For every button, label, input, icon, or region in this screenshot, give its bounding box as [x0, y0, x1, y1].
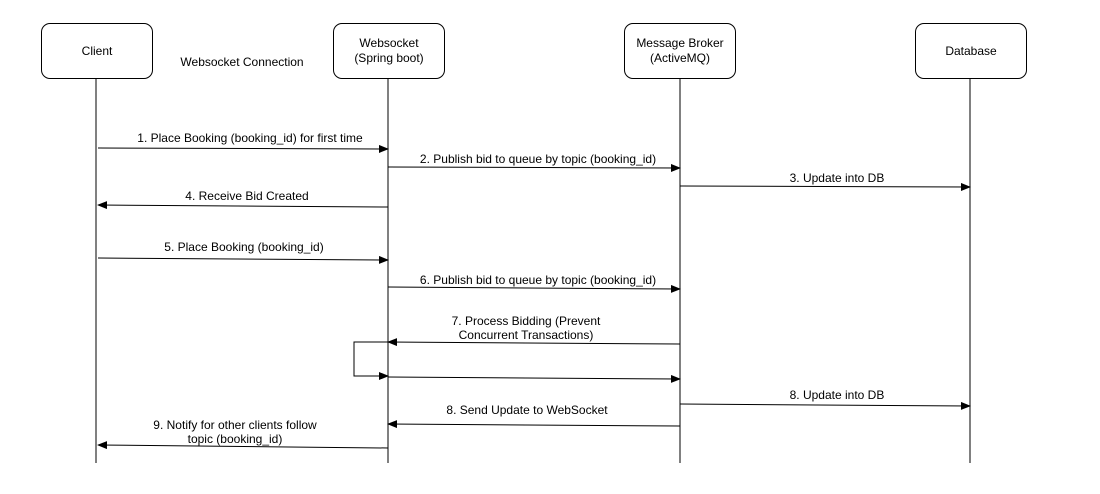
message-label-9: 8. Send Update to WebSocket [446, 403, 608, 417]
actor-websocket: Websocket (Spring boot) [333, 23, 445, 79]
message-label-10: 9. Notify for other clients follow topic… [153, 418, 317, 446]
message-label-4: 4. Receive Bid Created [185, 189, 309, 203]
actor-database: Database [915, 23, 1027, 79]
message-label-8: 8. Update into DB [789, 388, 885, 402]
message-label-6: 6. Publish bid to queue by topic (bookin… [419, 273, 657, 287]
arrow-msg-4 [97, 201, 389, 210]
actor-database-label: Database [945, 43, 997, 58]
message-label-3: 3. Update into DB [789, 171, 885, 185]
actor-client: Client [41, 23, 153, 79]
arrow-msg-2 [387, 163, 681, 172]
arrow-msg-10 [97, 441, 389, 450]
arrow-msg-3 [679, 182, 971, 191]
self-loop-arrow [353, 341, 389, 380]
arrow-msg-9 [387, 420, 681, 429]
actor-message-broker: Message Broker (ActiveMQ) [624, 23, 736, 79]
arrow-msg-5 [97, 255, 389, 264]
actor-websocket-label-line1: Websocket [359, 36, 419, 50]
arrow-msg-6 [387, 284, 681, 293]
message-label-5: 5. Place Booking (booking_id) [164, 240, 324, 254]
actor-websocket-label-line2: (Spring boot) [354, 51, 424, 65]
arrow-msg-1 [97, 144, 389, 153]
actor-broker-label-line2: (ActiveMQ) [650, 51, 710, 65]
actor-client-label: Client [81, 43, 113, 58]
message-label-1: 1. Place Booking (booking_id) for first … [137, 131, 363, 145]
connection-note: Websocket Connection [180, 55, 304, 69]
actor-broker-label-line1: Message Broker [636, 36, 724, 50]
arrow-forward-to-broker [387, 374, 681, 383]
message-label-2: 2. Publish bid to queue by topic (bookin… [419, 152, 657, 166]
arrow-msg-7 [387, 338, 681, 347]
message-label-7: 7. Process Bidding (Prevent Concurrent T… [451, 314, 601, 342]
arrow-msg-8 [679, 401, 971, 410]
